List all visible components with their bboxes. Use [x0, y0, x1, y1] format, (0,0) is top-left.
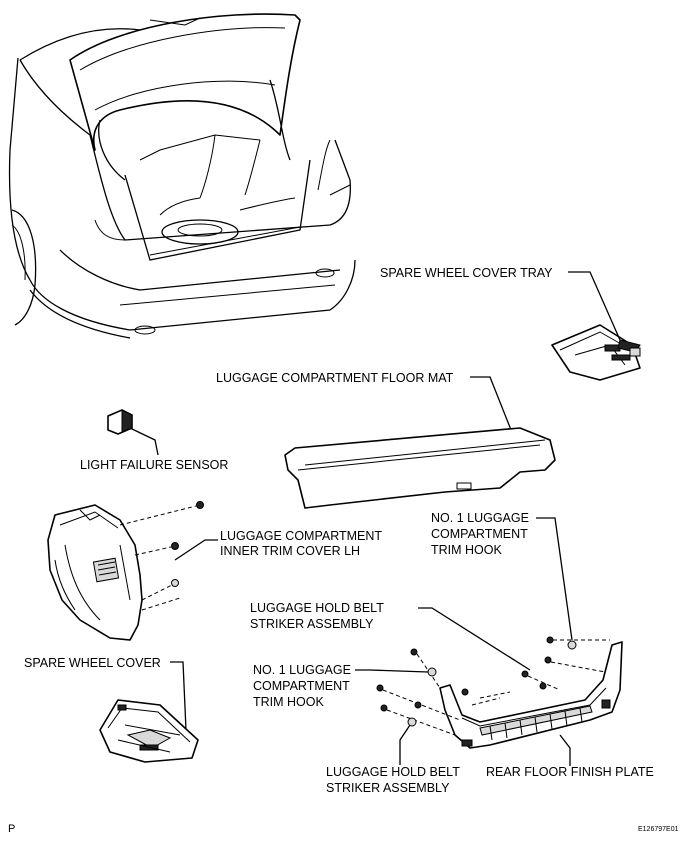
finish-plate-ribs — [489, 707, 583, 741]
label-trim-hook-right-2: COMPARTMENT — [431, 527, 528, 541]
label-trim-hook-left-2: COMPARTMENT — [253, 679, 350, 693]
label-trim-hook-right-1: NO. 1 LUGGAGE — [431, 511, 529, 525]
trim-cover-clips — [119, 501, 204, 611]
label-inner-trim-cover-1: LUGGAGE COMPARTMENT — [220, 529, 382, 543]
label-hold-belt-upper-2: STRIKER ASSEMBLY — [250, 617, 374, 631]
label-hold-belt-upper-1: LUGGAGE HOLD BELT — [250, 601, 384, 615]
leader-light-failure-sensor — [129, 427, 159, 456]
rear-floor-finish-plate — [439, 641, 623, 749]
label-hold-belt-lower-2: STRIKER ASSEMBLY — [326, 781, 450, 795]
leader-trim-hook-right — [536, 517, 573, 641]
leader-floor-mat — [470, 376, 516, 441]
leader-inner-trim-cover — [174, 539, 218, 561]
leader-hold-belt-lower — [399, 724, 411, 765]
leader-tray — [568, 271, 621, 341]
leader-spare-wheel-cover — [170, 661, 187, 731]
label-trim-hook-right-3: TRIM HOOK — [431, 543, 502, 557]
figure-id: E126797E01 — [638, 826, 679, 833]
leader-rear-floor-finish-plate — [559, 734, 571, 766]
label-hold-belt-lower-1: LUGGAGE HOLD BELT — [326, 765, 460, 779]
spare-wheel-cover-tray — [551, 324, 641, 381]
luggage-compartment-floor-mat — [284, 427, 556, 509]
inner-trim-cover-lh — [47, 504, 143, 641]
label-trim-hook-left-1: NO. 1 LUGGAGE — [253, 663, 351, 677]
label-spare-wheel-cover-tray: SPARE WHEEL COVER TRAY — [380, 266, 553, 280]
car-rear-illustration — [8, 13, 356, 339]
spare-wheel-cover — [99, 699, 199, 763]
light-failure-sensor — [107, 409, 133, 435]
label-floor-mat: LUGGAGE COMPARTMENT FLOOR MAT — [216, 371, 454, 385]
leader-trim-hook-left — [355, 669, 429, 673]
label-trim-hook-left-3: TRIM HOOK — [253, 695, 324, 709]
finish-plate-fasteners — [376, 636, 610, 736]
corner-mark-p: P — [8, 823, 15, 835]
label-rear-floor-finish-plate: REAR FLOOR FINISH PLATE — [486, 765, 654, 779]
label-light-failure-sensor: LIGHT FAILURE SENSOR — [80, 458, 228, 472]
label-spare-wheel-cover: SPARE WHEEL COVER — [24, 656, 161, 670]
leader-hold-belt-upper — [418, 607, 531, 671]
label-inner-trim-cover-2: INNER TRIM COVER LH — [220, 544, 360, 558]
